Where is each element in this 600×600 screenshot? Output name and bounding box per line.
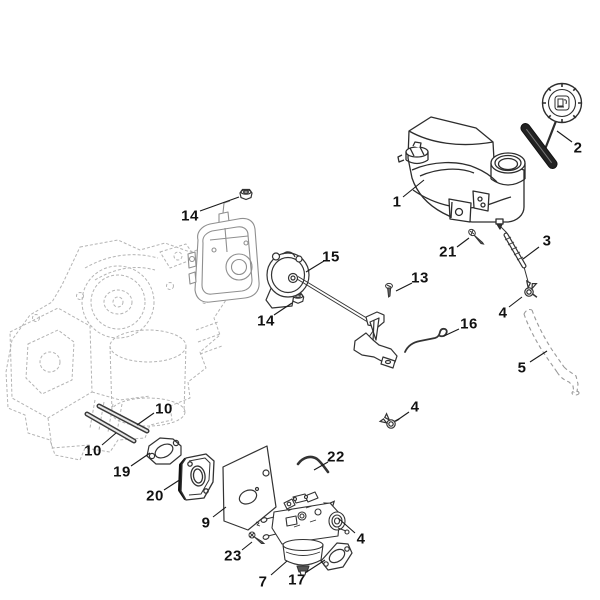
screw-13-part: [385, 282, 393, 298]
hose-clamp-right-part: [522, 280, 542, 300]
throttle-link-part: [404, 327, 448, 353]
spring-rod-part: [499, 225, 530, 286]
screw-23-part: [248, 531, 266, 544]
muffler-part: [187, 200, 260, 303]
engine-crankcase-part: [5, 239, 229, 461]
fuel-pipe-part: [296, 455, 330, 474]
fuel-hose-part: [523, 308, 580, 396]
heat-shield-part: [222, 445, 277, 531]
carb-spacer-part: [178, 453, 215, 501]
carb-gasket-part: [320, 542, 353, 571]
governor-rod-part: [296, 276, 374, 338]
fuel-pump-icon: [554, 95, 570, 111]
carburetor-part: [255, 491, 350, 576]
stud-parts: [84, 403, 150, 444]
muffler-nut-part: [239, 188, 253, 201]
control-bracket-part: [353, 311, 398, 369]
fuel-tank-part: [397, 116, 526, 230]
cap-strap-part: [520, 123, 558, 169]
screw-21-part: [468, 228, 485, 245]
fuel-cap-part: [520, 82, 583, 169]
intake-gasket-part: [146, 437, 182, 465]
governor-diaphragm-part: [265, 251, 310, 309]
leader-lines: [101, 130, 573, 576]
